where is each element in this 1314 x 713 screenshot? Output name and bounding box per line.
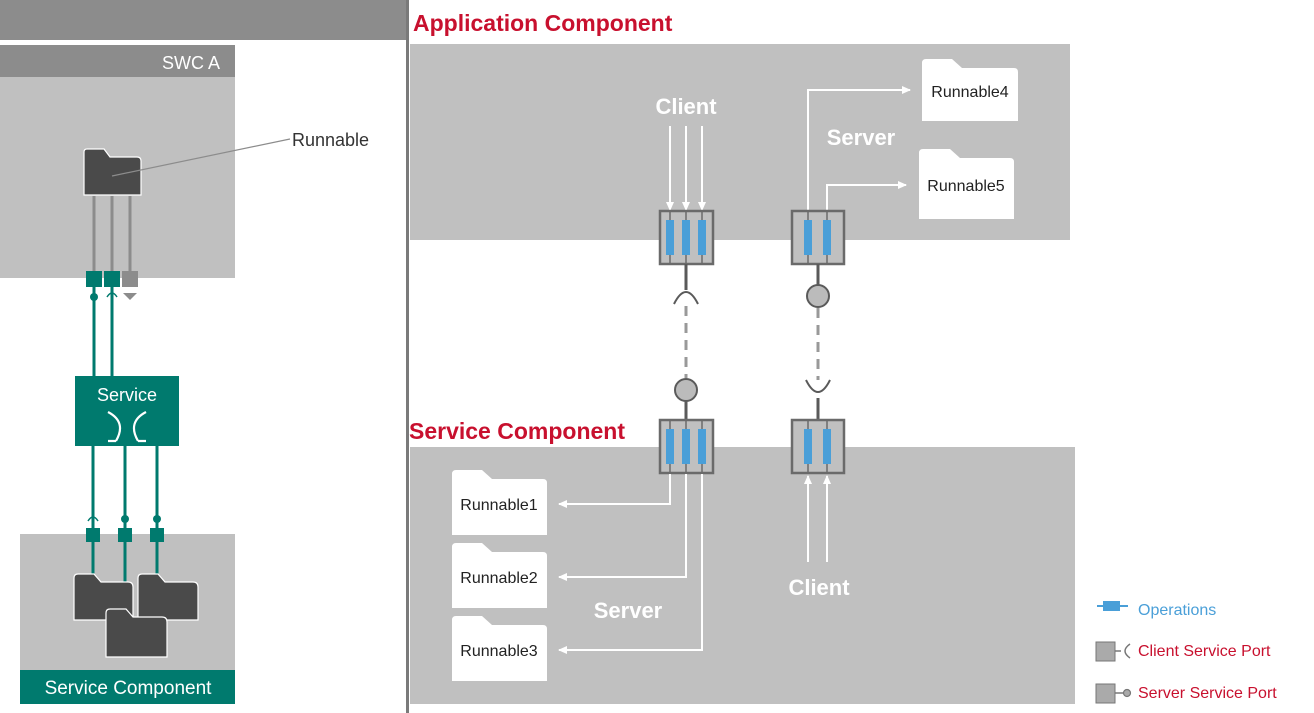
server-ball-icon xyxy=(153,515,161,523)
application-component-title: Application Component xyxy=(413,10,673,36)
legend-server-service-port: Server Service Port xyxy=(1138,685,1277,702)
legend-operations: Operations xyxy=(1138,602,1216,619)
app-server-port xyxy=(790,209,846,266)
service-box xyxy=(75,376,179,446)
runnable-folder-icon xyxy=(83,148,142,196)
client-socket-icon xyxy=(1124,643,1131,659)
runnable-callout-label: Runnable xyxy=(292,130,369,150)
runnable-callout-line xyxy=(111,138,291,177)
client-label-top: Client xyxy=(655,94,717,119)
service-port-1 xyxy=(86,528,100,542)
runnable4-folder-icon xyxy=(922,59,1018,121)
client-socket-icon xyxy=(673,291,699,305)
service-port-2 xyxy=(118,528,132,542)
panel-divider xyxy=(406,0,409,713)
folder-icon xyxy=(105,608,168,658)
server-ball-icon xyxy=(90,293,98,301)
runnable4-label: Runnable4 xyxy=(931,84,1009,101)
legend-client-service-port: Client Service Port xyxy=(1138,643,1271,660)
swc-a-header xyxy=(0,45,235,77)
svc-server-port xyxy=(658,418,715,475)
server-arrow-runnable5 xyxy=(826,181,907,211)
runnable3-label: Runnable3 xyxy=(460,643,538,660)
sender-arrow-icon xyxy=(123,293,137,300)
swc-a-label: SWC A xyxy=(162,53,220,73)
runnable1-folder-icon xyxy=(452,470,547,535)
service-component-label: Service Component xyxy=(45,678,213,699)
server-arrow-runnable2 xyxy=(558,474,687,581)
runnable2-folder-icon xyxy=(452,543,547,608)
service-port-3 xyxy=(150,528,164,542)
server-label-top: Server xyxy=(827,125,896,150)
service-component-title: Service Component xyxy=(409,418,625,444)
server-ball-icon xyxy=(121,515,129,523)
server-arrow-runnable4 xyxy=(807,86,911,211)
server-ball-icon xyxy=(1122,688,1132,698)
client-label-bottom: Client xyxy=(788,575,850,600)
server-port-icon xyxy=(1095,683,1116,704)
swc-a-port-1 xyxy=(86,271,102,287)
left-panel: SWC A Runnable Service xyxy=(0,0,409,713)
server-ball-icon xyxy=(674,378,698,402)
server-arrow-runnable3 xyxy=(558,474,703,654)
server-ball-icon xyxy=(806,284,830,308)
top-bar xyxy=(0,0,408,40)
legend: Operations Client Service Port Server Se… xyxy=(1095,601,1277,704)
client-socket-icon xyxy=(87,516,99,522)
right-panel: Application Component Service Component … xyxy=(409,10,1075,704)
runnable1-label: Runnable1 xyxy=(460,497,538,514)
swc-a-port-2 xyxy=(104,271,120,287)
operations-icon xyxy=(1103,601,1120,611)
runnable5-folder-icon xyxy=(919,149,1014,219)
runnable2-label: Runnable2 xyxy=(460,570,538,587)
service-component-footer xyxy=(20,670,235,704)
app-client-port xyxy=(658,209,715,266)
server-arrow-runnable1 xyxy=(558,474,671,508)
client-port-icon xyxy=(1095,641,1116,662)
server-label-bottom: Server xyxy=(594,598,663,623)
service-cross-icon xyxy=(107,411,147,443)
service-box-label: Service xyxy=(97,385,157,405)
svc-client-port xyxy=(790,418,846,475)
folder-icon xyxy=(137,573,199,621)
swc-a-port-3 xyxy=(122,271,138,287)
runnable5-label: Runnable5 xyxy=(927,178,1005,195)
client-socket-icon xyxy=(106,292,118,298)
runnable3-folder-icon xyxy=(452,616,547,681)
client-socket-icon xyxy=(805,379,831,393)
